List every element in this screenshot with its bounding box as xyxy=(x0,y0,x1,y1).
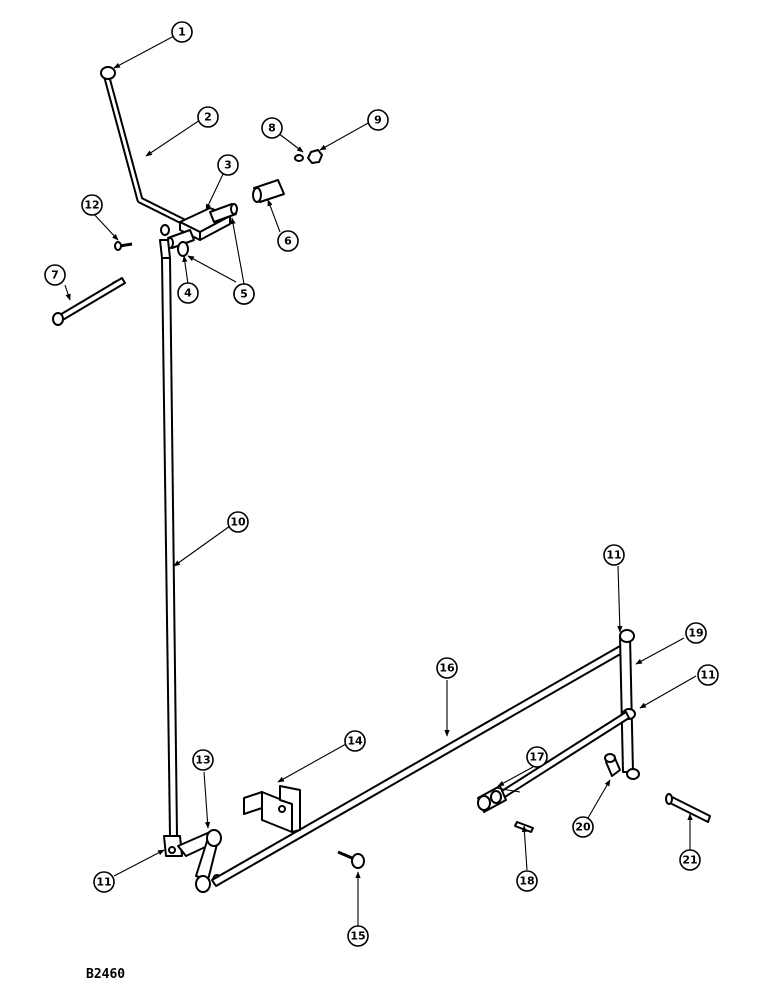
callout-8: 8 xyxy=(261,117,283,139)
callout-11-a: 11 xyxy=(93,871,115,893)
svg-text:2: 2 xyxy=(204,111,212,124)
svg-text:7: 7 xyxy=(51,269,59,282)
callout-7: 7 xyxy=(44,264,66,286)
svg-text:3: 3 xyxy=(224,159,232,172)
svg-text:8: 8 xyxy=(268,122,276,135)
callout-16: 16 xyxy=(436,657,458,679)
svg-text:16: 16 xyxy=(439,662,455,675)
svg-text:18: 18 xyxy=(519,875,534,888)
figure-id: B2460 xyxy=(86,967,125,982)
clevis-rod xyxy=(477,711,630,813)
svg-text:14: 14 xyxy=(347,735,363,748)
vertical-link xyxy=(619,629,640,780)
callout-21: 21 xyxy=(679,849,701,871)
svg-text:5: 5 xyxy=(240,288,248,301)
svg-text:10: 10 xyxy=(230,516,246,529)
svg-text:12: 12 xyxy=(84,199,99,212)
callout-9: 9 xyxy=(367,109,389,131)
callout-13: 13 xyxy=(192,749,214,771)
svg-text:11: 11 xyxy=(606,549,621,562)
long-bolt xyxy=(52,277,126,326)
callout-3: 3 xyxy=(217,154,239,176)
svg-text:17: 17 xyxy=(529,751,544,764)
callout-17: 17 xyxy=(526,746,548,768)
callout-2: 2 xyxy=(197,106,219,128)
callout-6: 6 xyxy=(277,230,299,252)
svg-text:13: 13 xyxy=(195,754,210,767)
callout-11-b: 11 xyxy=(603,544,625,566)
svg-text:9: 9 xyxy=(374,114,382,127)
callout-19: 19 xyxy=(685,622,707,644)
bushing xyxy=(252,179,285,203)
clevis-pin xyxy=(665,793,711,823)
spacer-bushing xyxy=(604,753,621,777)
svg-text:20: 20 xyxy=(575,821,591,834)
head-pin xyxy=(337,850,365,869)
callout-14: 14 xyxy=(344,730,366,752)
vertical-rod xyxy=(159,239,183,857)
callout-20: 20 xyxy=(572,816,594,838)
pin-small xyxy=(114,241,133,251)
svg-text:1: 1 xyxy=(178,26,186,39)
callout-11-c: 11 xyxy=(697,664,719,686)
callout-10: 10 xyxy=(227,511,249,533)
svg-text:11: 11 xyxy=(96,876,111,889)
callout-4: 4 xyxy=(177,282,199,304)
callout-1: 1 xyxy=(171,21,193,43)
handle-lever xyxy=(100,66,194,229)
washer xyxy=(294,154,304,162)
nut xyxy=(307,149,323,164)
bracket xyxy=(243,785,301,833)
callout-5-b: 5 xyxy=(233,283,255,305)
svg-text:15: 15 xyxy=(350,930,365,943)
long-rod xyxy=(211,645,625,887)
callout-18: 18 xyxy=(516,870,538,892)
svg-text:4: 4 xyxy=(184,287,192,300)
callout-15: 15 xyxy=(347,925,369,947)
svg-text:11: 11 xyxy=(700,669,715,682)
svg-text:19: 19 xyxy=(688,627,703,640)
svg-text:21: 21 xyxy=(682,854,697,867)
callout-12: 12 xyxy=(81,194,103,216)
svg-text:6: 6 xyxy=(284,235,292,248)
